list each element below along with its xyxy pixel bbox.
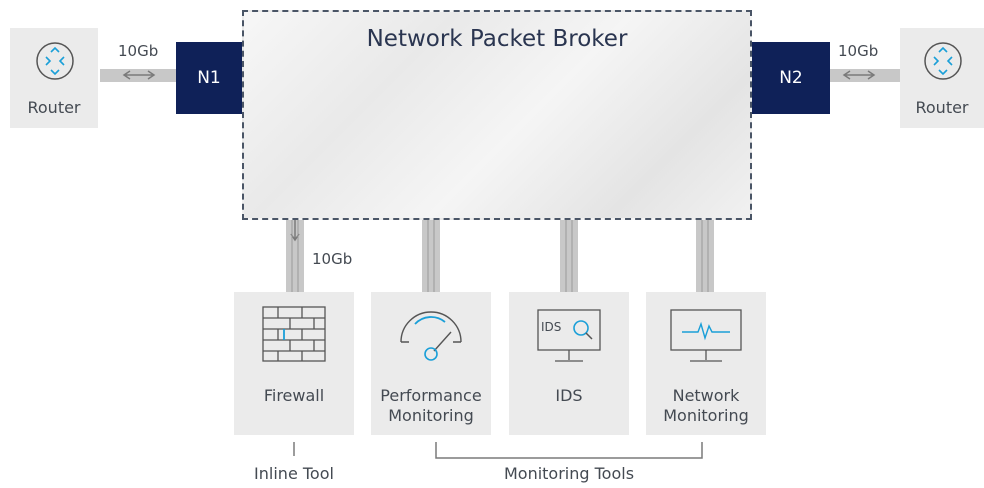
tool-ids-label: IDS <box>555 386 583 405</box>
monitoring-bracket <box>435 442 703 459</box>
bottom-link-speed: 10Gb <box>312 250 353 268</box>
left-link-speed: 10Gb <box>118 42 159 60</box>
ids-screen-text: IDS <box>541 320 562 334</box>
firewall-pipe <box>286 220 304 292</box>
ids-pipe <box>560 220 578 292</box>
packet-broker-title: Network Packet Broker <box>366 26 628 52</box>
tool-performance-monitoring-label: Performance Monitoring <box>371 386 491 426</box>
router-left: Router <box>10 28 98 128</box>
tool-network-monitoring-text: Network Monitoring <box>663 386 749 425</box>
router-right-label: Router <box>915 98 969 117</box>
waveform-monitor-icon <box>670 309 742 362</box>
router-icon <box>36 42 74 80</box>
monitoring-tools-group-label: Monitoring Tools <box>503 464 635 483</box>
tool-ids: IDS IDS <box>509 292 629 435</box>
packet-broker-box <box>242 10 752 220</box>
perf-pipe <box>422 220 440 292</box>
firewall-icon <box>262 306 326 362</box>
tool-firewall-label: Firewall <box>263 386 325 405</box>
ids-monitor-icon <box>537 309 601 362</box>
node-n2: N2 <box>752 42 830 114</box>
router-icon <box>924 42 962 80</box>
tool-performance-monitoring: Performance Monitoring <box>371 292 491 435</box>
node-n1: N1 <box>176 42 242 114</box>
left-pipe-arrow <box>122 70 156 80</box>
router-left-label: Router <box>27 98 81 117</box>
tool-network-monitoring: Network Monitoring <box>646 292 766 435</box>
right-link-speed: 10Gb <box>838 42 879 60</box>
gauge-icon <box>400 311 462 361</box>
netmon-pipe <box>696 220 714 292</box>
tool-firewall: Firewall <box>234 292 354 435</box>
inline-tool-group-label: Inline Tool <box>254 464 334 483</box>
tool-performance-monitoring-text: Performance Monitoring <box>380 386 482 425</box>
tool-network-monitoring-label: Network Monitoring <box>646 386 766 426</box>
router-right: Router <box>900 28 984 128</box>
right-pipe-arrow <box>842 70 876 80</box>
